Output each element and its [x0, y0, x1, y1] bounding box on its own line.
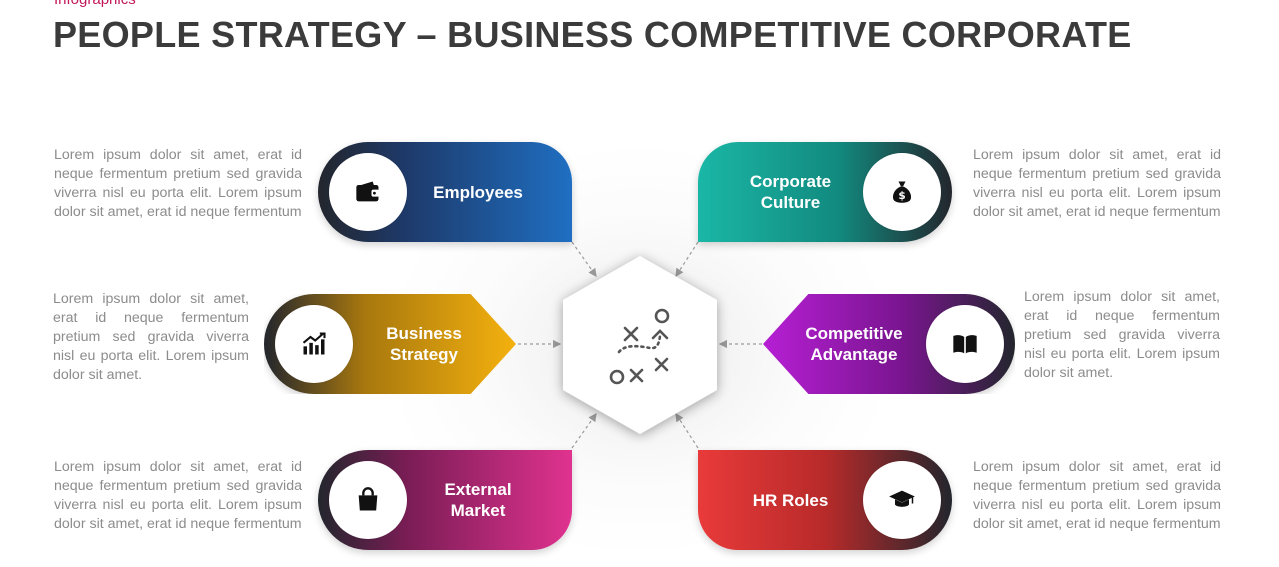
corporate-culture-pill[interactable]: Corporate Culture $ [698, 142, 952, 242]
external-market-pill[interactable]: External Market [318, 450, 572, 550]
employees-label: Employees [433, 182, 523, 202]
external-market-icon-circle [329, 461, 407, 539]
hr-roles-pill[interactable]: HR Roles [698, 450, 952, 550]
shopping-bag-icon [358, 487, 378, 511]
money-bag-icon: $ [892, 181, 912, 203]
competitive-advantage-description: Lorem ipsum dolor sit amet, erat id nequ… [1024, 289, 1220, 381]
external-market-label: External Market [413, 450, 543, 550]
hr-roles-label: HR Roles [752, 490, 829, 510]
external-market-label-line2: Market [450, 501, 506, 520]
business-strategy-icon-circle [275, 305, 353, 383]
business-strategy-label-line2: Strategy [389, 345, 459, 364]
business-strategy-pill[interactable]: Business Strategy [264, 294, 516, 394]
wallet-icon [356, 181, 380, 202]
employees-description: Lorem ipsum dolor sit amet, erat id nequ… [54, 147, 302, 220]
hr-roles-icon-circle [863, 461, 941, 539]
employees-icon-circle [329, 153, 407, 231]
competitive-advantage-pill[interactable]: Competitive Advantage [763, 294, 1015, 394]
corporate-culture-description: Lorem ipsum dolor sit amet, erat id nequ… [973, 147, 1221, 220]
corporate-culture-icon-circle: $ [863, 153, 941, 231]
business-strategy-label: Business Strategy [359, 294, 489, 394]
business-strategy-label-line1: Business [386, 324, 462, 343]
competitive-advantage-icon-circle [926, 305, 1004, 383]
external-market-label-line1: External [444, 480, 512, 499]
book-icon [953, 335, 977, 354]
hr-roles-description: Lorem ipsum dolor sit amet, erat id nequ… [973, 459, 1221, 532]
corporate-culture-label-line2: Culture [760, 193, 821, 212]
chart-icon [302, 332, 326, 355]
page-title: PEOPLE STRATEGY – BUSINESS COMPETITIVE C… [53, 14, 1132, 55]
page-subtitle: Infographics [54, 0, 136, 8]
strategy-play-icon [609, 308, 670, 385]
competitive-advantage-label-line2: Advantage [810, 345, 898, 364]
graduation-cap-icon [889, 490, 915, 507]
employees-pill[interactable]: Employees [318, 142, 572, 242]
competitive-advantage-label-line1: Competitive [805, 324, 903, 343]
svg-text:$: $ [898, 190, 905, 202]
competitive-advantage-label: Competitive Advantage [789, 294, 919, 394]
corporate-culture-label: Corporate Culture [718, 142, 863, 242]
center-hexagon [545, 240, 735, 452]
business-strategy-description: Lorem ipsum dolor sit amet, erat id nequ… [53, 291, 249, 383]
corporate-culture-label-line1: Corporate [749, 172, 832, 191]
external-market-description: Lorem ipsum dolor sit amet, erat id nequ… [54, 459, 302, 532]
